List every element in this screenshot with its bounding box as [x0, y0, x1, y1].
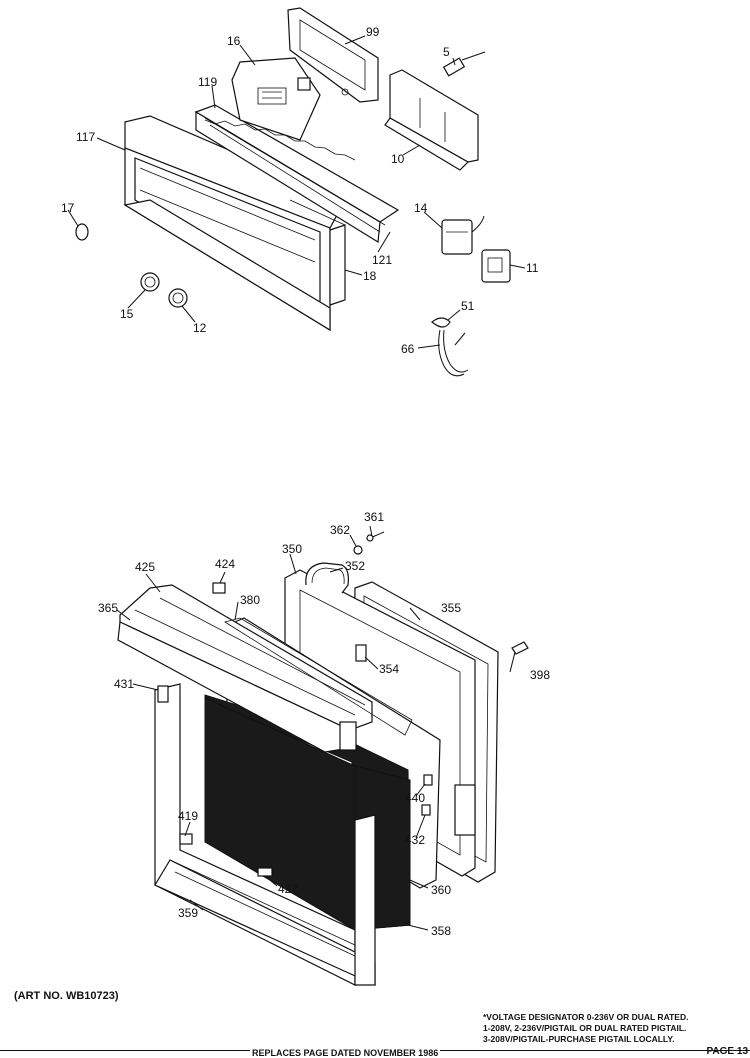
callout-352: 352 [345, 559, 365, 573]
part-11-relay [481, 249, 511, 283]
part-10-rear-bracket [384, 69, 479, 171]
callout-440: 440 [405, 791, 425, 805]
part-99-bracket [287, 7, 379, 103]
callout-424: 424 [215, 557, 235, 571]
callout-359: 359 [178, 906, 198, 920]
part-5-lamp [442, 51, 486, 77]
part-17-knob-insert [75, 223, 89, 241]
callout-66: 66 [401, 342, 415, 356]
part-427-clip [257, 867, 273, 877]
callout-121: 121 [372, 253, 392, 267]
callout-432: 432 [405, 833, 425, 847]
callout-119: 119 [198, 75, 217, 89]
callout-12: 12 [193, 321, 207, 335]
callout-427: 427 [278, 882, 298, 896]
part-354-hinge-pin [355, 644, 367, 662]
callout-358: 358 [431, 924, 451, 938]
part-359-door-frame [154, 683, 376, 986]
callout-431: 431 [114, 677, 134, 691]
voltage-note-line: *VOLTAGE DESIGNATOR 0-236V OR DUAL RATED… [483, 1012, 689, 1022]
callout-360: 360 [431, 883, 451, 897]
callout-419: 419 [178, 809, 198, 823]
voltage-note-line: 3-208V/PIGTAIL-PURCHASE PIGTAIL LOCALLY. [483, 1034, 675, 1044]
callout-425: 425 [135, 560, 155, 574]
callout-14: 14 [414, 201, 428, 215]
part-18-trim [289, 199, 346, 306]
callout-18: 18 [363, 269, 377, 283]
callout-5: 5 [443, 45, 450, 59]
art-number: (ART NO. WB10723) [14, 990, 119, 1002]
callout-365: 365 [98, 601, 118, 615]
replaces-page-note: REPLACES PAGE DATED NOVEMBER 1986 [250, 1048, 441, 1058]
callout-362: 362 [330, 523, 350, 537]
callout-361: 361 [364, 510, 384, 524]
part-440-clip [423, 774, 433, 786]
callout-labels: 99 16 5 119 117 10 17 14 121 11 18 15 12… [61, 25, 550, 938]
part-352-handle-bracket [305, 562, 349, 594]
voltage-notes: *VOLTAGE DESIGNATOR 0-236V OR DUAL RATED… [483, 1012, 688, 1045]
part-16-clock-module [231, 57, 321, 141]
callout-354: 354 [379, 662, 399, 676]
callout-99: 99 [366, 25, 380, 39]
door-assembly [117, 531, 529, 986]
callout-398: 398 [530, 668, 550, 682]
callout-350: 350 [282, 542, 302, 556]
callout-51: 51 [461, 299, 475, 313]
part-398-screw [511, 641, 529, 655]
part-14-switch [441, 215, 485, 255]
part-12-knob [168, 288, 188, 308]
control-panel-assembly [75, 7, 511, 377]
callout-16: 16 [227, 34, 241, 48]
callout-380: 380 [240, 593, 260, 607]
part-432-clip [421, 804, 431, 816]
callout-355: 355 [441, 601, 461, 615]
part-119-121-switch-board [194, 104, 400, 244]
callout-15: 15 [120, 307, 134, 321]
part-361-screw [366, 531, 385, 542]
part-362-washer [353, 545, 363, 555]
part-66-power-cord [431, 317, 469, 377]
callout-10: 10 [391, 152, 405, 166]
part-431-clip [157, 685, 169, 703]
page-number: PAGE 13 [706, 1046, 749, 1057]
callout-11: 11 [526, 261, 539, 275]
callout-117: 117 [76, 130, 95, 144]
voltage-note-line: 1-208V, 2-236V/PIGTAIL OR DUAL RATED PIG… [483, 1023, 687, 1033]
part-419-clip [179, 833, 193, 845]
part-365-handle [117, 584, 373, 753]
part-424-clip [212, 582, 226, 594]
lower-leaders [116, 525, 516, 931]
callout-17: 17 [61, 201, 75, 215]
part-15-knob [140, 272, 160, 292]
upper-leaders [67, 35, 526, 349]
